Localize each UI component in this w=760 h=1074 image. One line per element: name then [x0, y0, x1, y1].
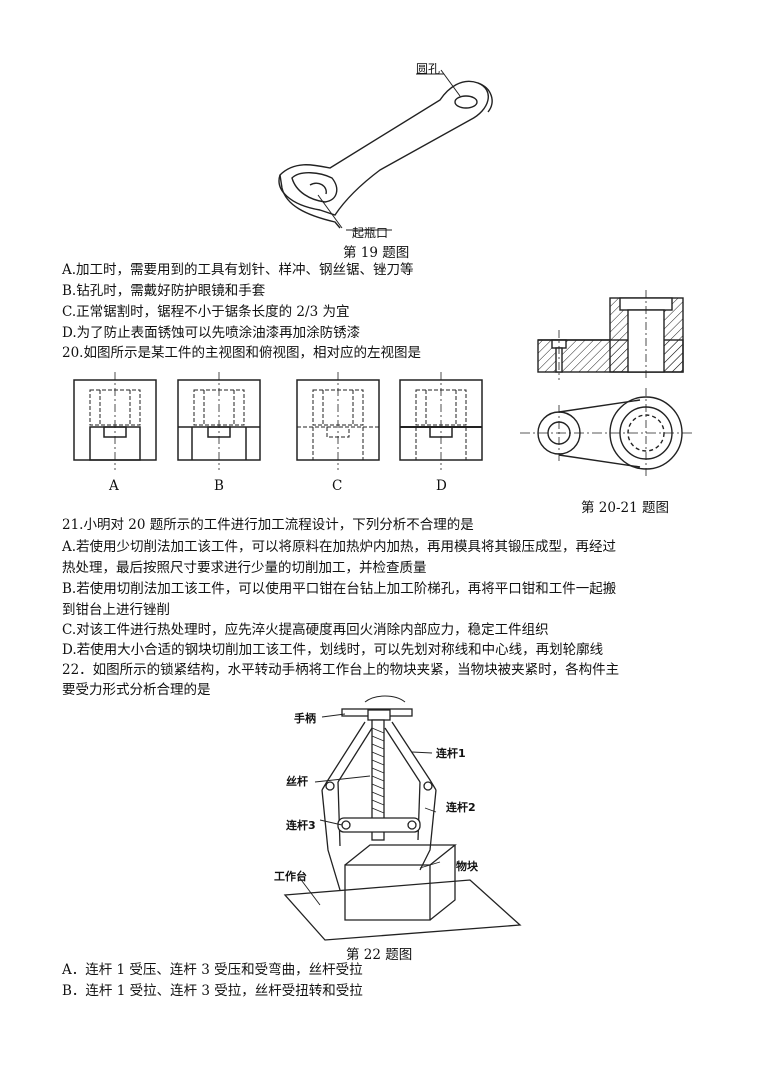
- q22-stem-line-2: 要受力形式分析合理的是: [62, 682, 211, 698]
- block-label: 物块: [456, 860, 478, 873]
- q19-option-c: C.正常锯割时，锯程不小于锯条长度的 2/3 为宜: [62, 304, 350, 320]
- fig22-caption: 第 22 题图: [346, 947, 413, 963]
- q21-line-6: D.若使用大小合适的钢块切削加工该工件，划线时，可以先划对称线和中心线，再划轮廓…: [62, 642, 604, 658]
- q19-option-a: A.加工时，需要用到的工具有划针、样冲、钢丝锯、锉刀等: [62, 262, 414, 278]
- q19-option-d: D.为了防止表面锈蚀可以先喷涂油漆再加涂防锈漆: [62, 325, 361, 341]
- q22-option-a: A．连杆 1 受压、连杆 3 受压和受弯曲，丝杆受拉: [62, 962, 363, 978]
- q21-line-4: 到钳台上进行锉削: [62, 602, 170, 618]
- table-label: 工作台: [274, 870, 307, 883]
- fig22-clamp-drawing: [283, 695, 522, 941]
- choice-label-c: C: [332, 478, 343, 494]
- link3-label: 连杆3: [286, 819, 316, 832]
- fig19-caption: 第 19 题图: [343, 245, 410, 261]
- opener-label: 起瓶口: [352, 226, 389, 240]
- q21-line-5: C.对该工件进行热处理时，应先淬火提高硬度再回火消除内部应力，稳定工件组织: [62, 622, 549, 638]
- fig20-front-view: [537, 290, 684, 380]
- link2-label: 连杆2: [446, 801, 476, 814]
- link1-label: 连杆1: [436, 747, 466, 760]
- q21-stem: 21.小明对 20 题所示的工件进行加工流程设计，下列分析不合理的是: [62, 517, 474, 533]
- fig19-opener-drawing: [278, 69, 493, 231]
- q20-stem: 20.如图所示是某工件的主视图和俯视图，相对应的左视图是: [62, 345, 421, 361]
- q21-line-3: B.若使用切削法加工该工件，可以使用平口钳在台钻上加工阶梯孔，再将平口钳和工件一…: [62, 581, 617, 597]
- choice-views: [73, 372, 483, 470]
- q21-line-1: A.若使用少切削法加工该工件，可以将原料在加热炉内加热，再用模具将其锻压成型，再…: [62, 539, 617, 555]
- fig20-21-caption: 第 20-21 题图: [581, 500, 670, 516]
- q22-option-b: B．连杆 1 受拉、连杆 3 受拉，丝杆受扭转和受拉: [62, 983, 363, 999]
- screw-label: 丝杆: [286, 775, 308, 788]
- choice-label-b: B: [214, 478, 224, 494]
- choice-label-a: A: [109, 478, 119, 494]
- q19-option-b: B.钻孔时，需戴好防护眼镜和手套: [62, 283, 266, 299]
- fig20-top-view: [520, 388, 695, 478]
- q22-stem-line-1: 22．如图所示的锁紧结构，水平转动手柄将工作台上的物块夹紧，当物块被夹紧时，各构…: [62, 662, 620, 678]
- choice-label-d: D: [436, 478, 447, 494]
- handle-label: 手柄: [294, 712, 316, 725]
- hole-label: 圆孔: [416, 62, 441, 76]
- q21-line-2: 热处理，最后按照尺寸要求进行少量的切削加工，并检查质量: [62, 560, 427, 576]
